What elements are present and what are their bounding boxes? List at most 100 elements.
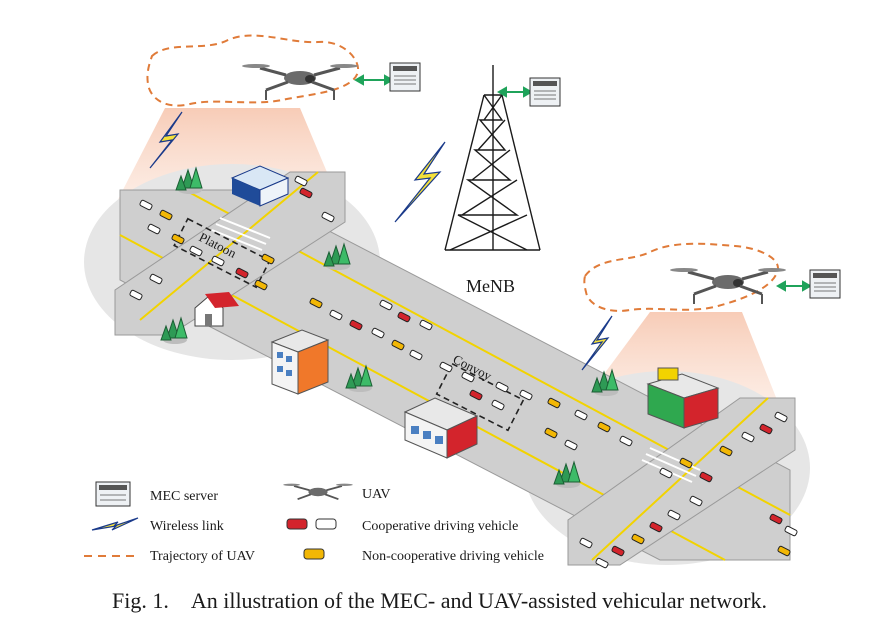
- car-icon: [299, 187, 313, 199]
- car-icon: [461, 371, 475, 383]
- lightning-icon: [394, 141, 446, 223]
- uav-icon: [242, 64, 358, 100]
- legend: MEC server UAV Wireless link Cooperative…: [84, 481, 544, 564]
- car-icon: [619, 435, 633, 447]
- caption-text: An illustration of the MEC- and UAV-assi…: [190, 588, 768, 613]
- car-icon: [679, 457, 693, 469]
- car-icon: [171, 233, 185, 245]
- car-icon: [667, 509, 681, 521]
- car-icon: [349, 319, 363, 331]
- tree-icon: [553, 460, 581, 488]
- car-icon: [329, 309, 343, 321]
- trees: [160, 166, 619, 488]
- car-icon: [409, 349, 423, 361]
- legend-coop-vehicle-label: Cooperative driving vehicle: [362, 519, 518, 534]
- legend-uav-label: UAV: [362, 487, 391, 502]
- building-icon: [270, 329, 330, 395]
- car-icon: [294, 175, 308, 187]
- car-icon: [439, 361, 453, 373]
- car-icon: [579, 537, 593, 549]
- car-icon: [235, 267, 249, 279]
- uav-link-arrow-right: [775, 280, 813, 292]
- car-icon: [597, 421, 611, 433]
- uav-icon: [670, 268, 786, 304]
- car-icon: [741, 431, 755, 443]
- legend-trajectory-label: Trajectory of UAV: [150, 549, 255, 564]
- car-icon: [544, 427, 558, 439]
- car-icon: [659, 467, 673, 479]
- car-icon: [719, 445, 733, 457]
- caption-number: Fig. 1.: [111, 588, 169, 613]
- tower-icon: [444, 65, 541, 251]
- tree-icon: [160, 316, 188, 344]
- car-icon: [631, 533, 645, 545]
- lightning-icon: [149, 111, 183, 169]
- tree-icon: [175, 166, 203, 194]
- vehicles: [129, 175, 798, 569]
- car-icon: [519, 389, 533, 401]
- figure-caption: Fig. 1. An illustration of the MEC- and U…: [0, 588, 879, 614]
- car-icon: [495, 381, 509, 393]
- building-icon: [403, 397, 479, 459]
- car-icon: [491, 399, 505, 411]
- legend-noncoop-vehicle-label: Non-cooperative driving vehicle: [362, 549, 544, 564]
- mec-server-icon: [529, 77, 561, 107]
- lightning-icon: [91, 517, 139, 531]
- car-icon: [547, 397, 561, 409]
- car-icon: [149, 273, 163, 285]
- car-icon: [211, 255, 225, 267]
- platoon-group: [173, 217, 271, 289]
- car-icon: [261, 253, 275, 265]
- car-icon: [286, 518, 308, 530]
- car-icon: [759, 423, 773, 435]
- car-icon: [777, 545, 791, 557]
- car-icon: [774, 411, 788, 423]
- car-icon: [649, 521, 663, 533]
- mec-server-icon: [809, 269, 841, 299]
- car-icon: [699, 471, 713, 483]
- car-icon: [129, 289, 143, 301]
- car-icon: [371, 327, 385, 339]
- car-icon: [397, 311, 411, 323]
- car-icon: [689, 495, 703, 507]
- car-icon: [321, 211, 335, 223]
- right-cross-road-line: [591, 397, 769, 561]
- mec-server-icon: [389, 62, 421, 92]
- car-icon: [391, 339, 405, 351]
- car-icon: [159, 209, 173, 221]
- car-icon: [574, 409, 588, 421]
- left-cross-road-line: [139, 171, 319, 321]
- car-icon: [769, 513, 783, 525]
- right-uav-trajectory: [583, 242, 780, 312]
- building-icon: [230, 165, 290, 207]
- right-cross-road: [567, 397, 796, 566]
- car-icon: [595, 557, 609, 569]
- building-icon: [646, 367, 720, 429]
- car-icon: [147, 223, 161, 235]
- legend-mec-server-label: MEC server: [150, 489, 218, 504]
- convoy-group: [435, 362, 525, 432]
- car-icon: [315, 518, 337, 530]
- tower-link-arrow: [496, 86, 534, 98]
- car-icon: [564, 439, 578, 451]
- car-icon: [469, 389, 483, 401]
- tree-icon: [323, 242, 351, 270]
- lightning-icon: [581, 315, 613, 371]
- car-icon: [189, 245, 203, 257]
- uav-link-arrow-left: [353, 74, 395, 86]
- tree-icon: [345, 364, 373, 392]
- mec-server-icon: [95, 481, 131, 507]
- uav-icon: [283, 483, 353, 501]
- legend-wireless-link-label: Wireless link: [150, 519, 224, 534]
- car-icon: [309, 297, 323, 309]
- car-icon: [419, 319, 433, 331]
- car-icon: [784, 525, 798, 537]
- car-icon: [379, 299, 393, 311]
- car-icon: [611, 545, 625, 557]
- car-icon: [254, 279, 268, 291]
- car-icon: [139, 199, 153, 211]
- tower-label: MeNB: [466, 276, 515, 296]
- left-uav-trajectory: [146, 34, 360, 107]
- car-icon: [303, 548, 325, 560]
